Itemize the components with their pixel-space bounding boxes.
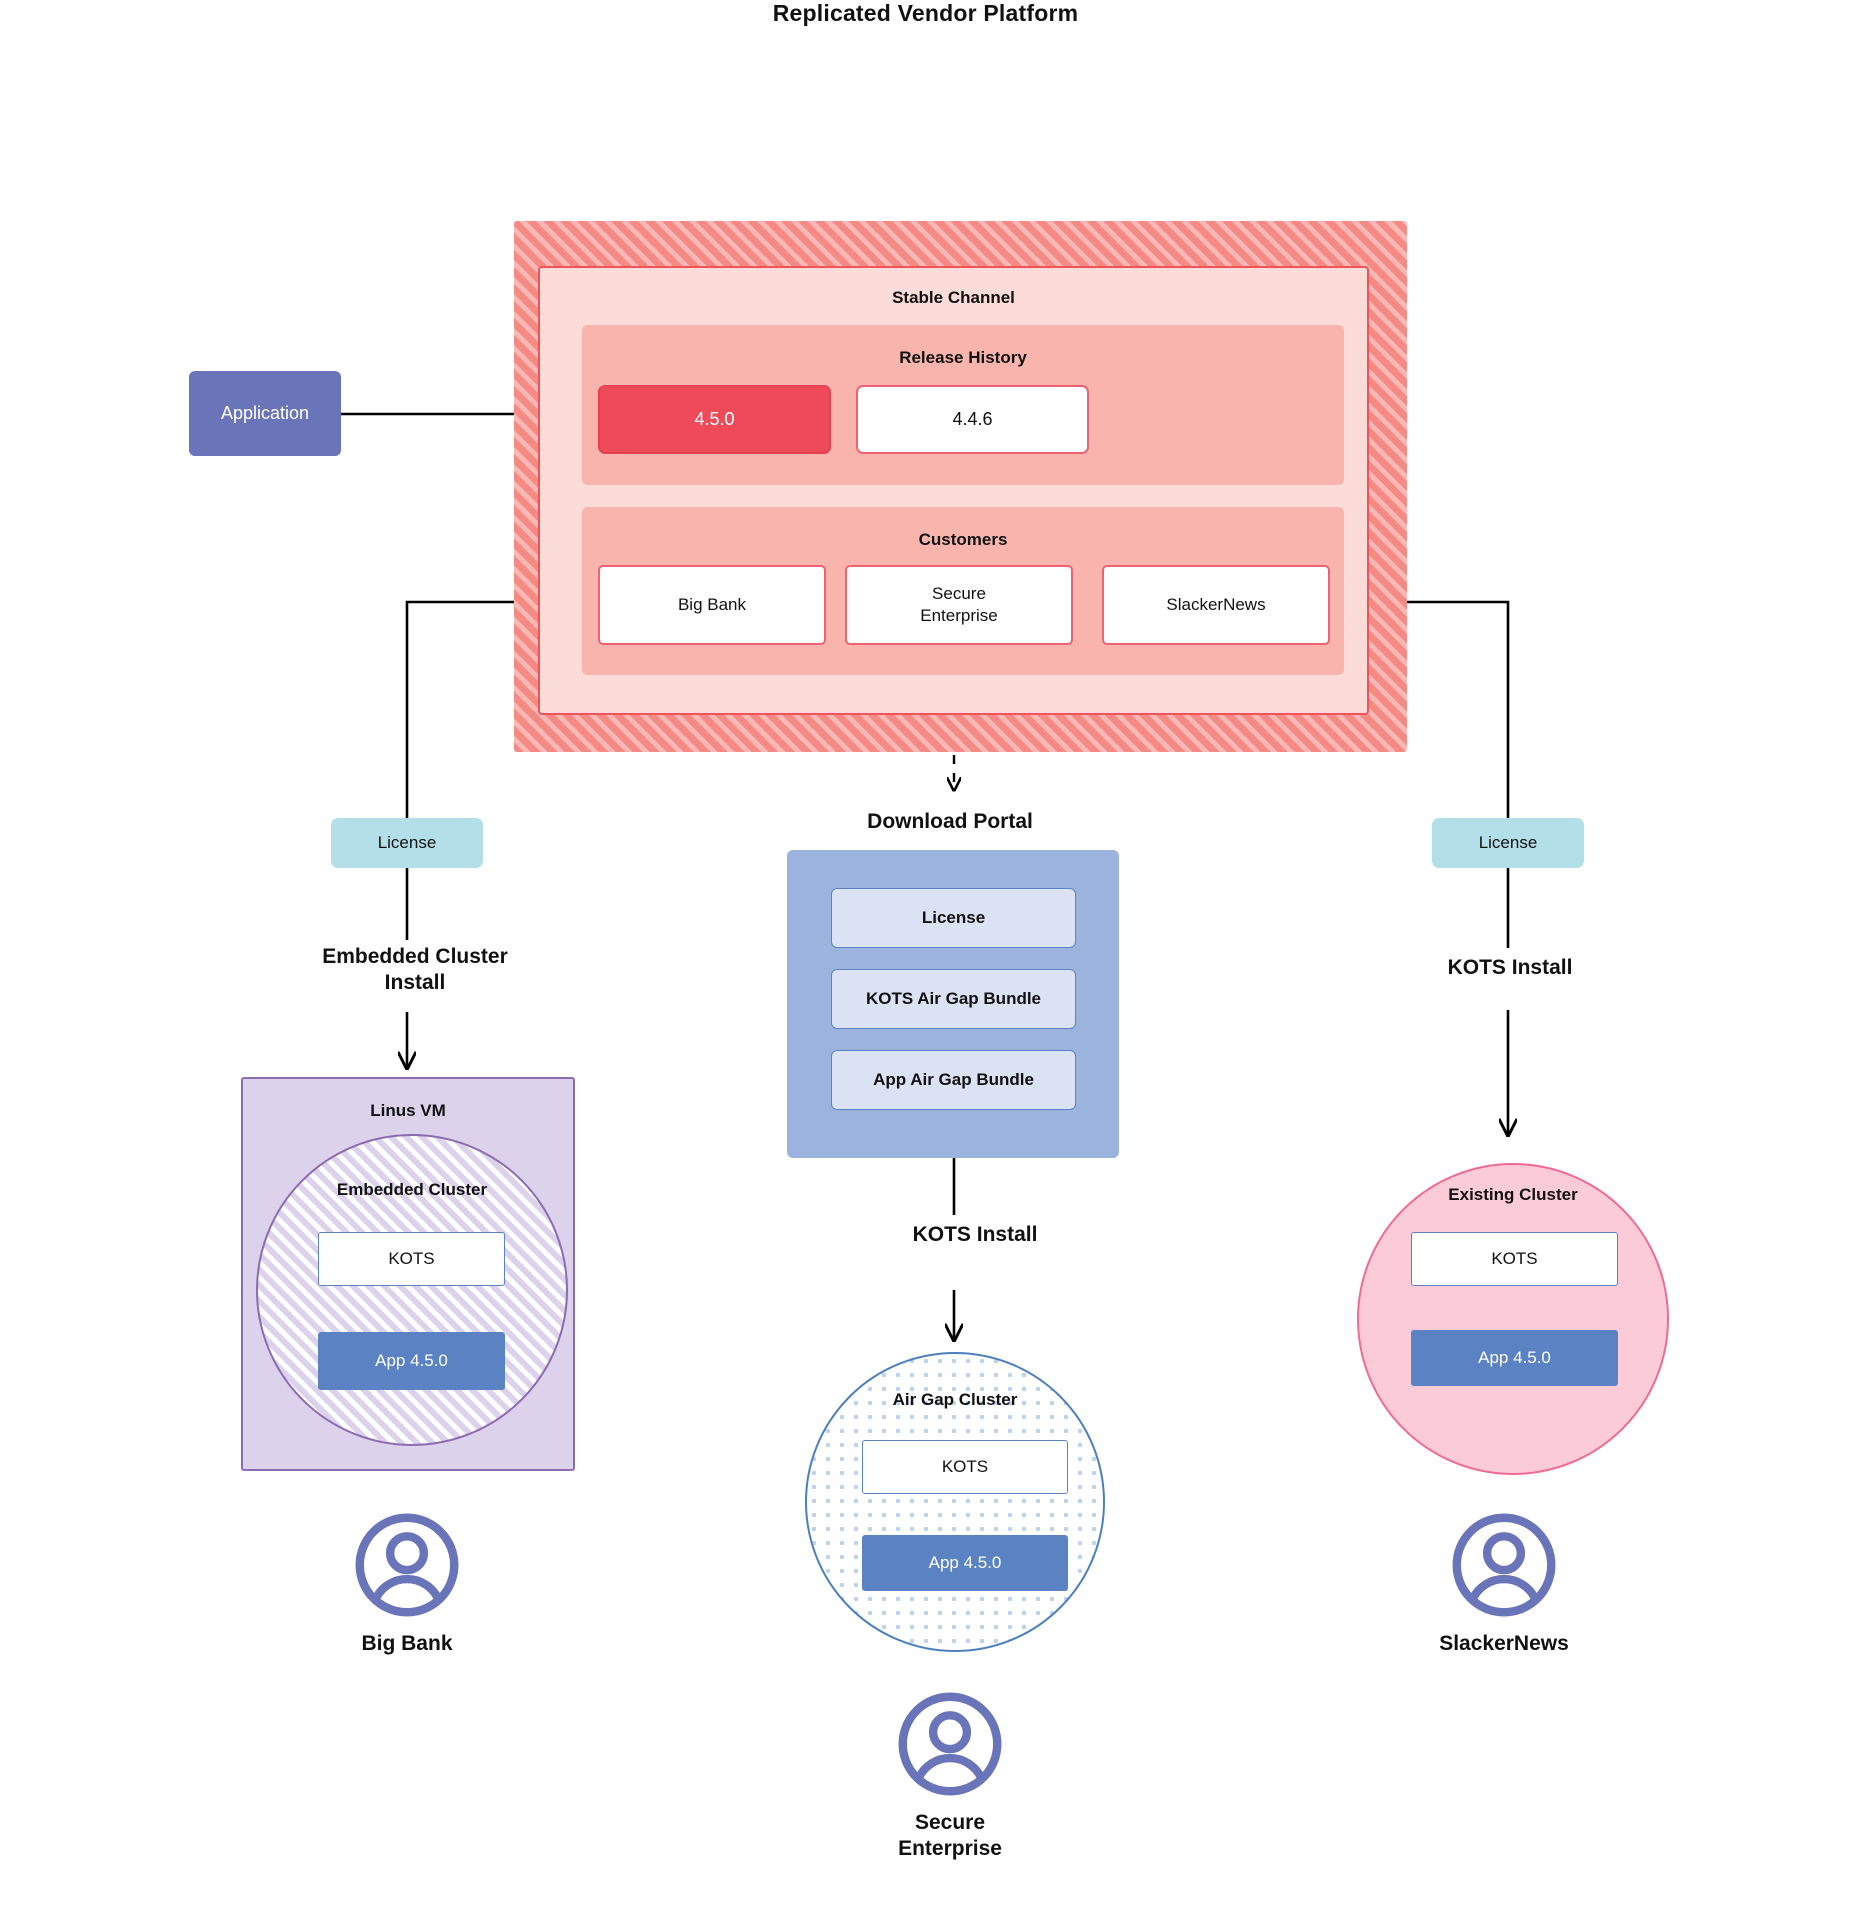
release-history-title: Release History [899, 348, 1027, 367]
air-gap-cluster-circle [805, 1352, 1105, 1652]
embedded-cluster-circle [256, 1134, 568, 1446]
existing-cluster-app-node[interactable]: App 4.5.0 [1411, 1330, 1618, 1386]
air-gap-cluster-kots-node[interactable]: KOTS [862, 1440, 1068, 1494]
customer-chip-slackernews[interactable]: SlackerNews [1102, 565, 1330, 645]
portal-item-license[interactable]: License [831, 888, 1076, 948]
release-chip-past[interactable]: 4.4.6 [856, 385, 1089, 454]
portal-item-app-air-gap-bundle[interactable]: App Air Gap Bundle [831, 1050, 1076, 1110]
release-chip-current[interactable]: 4.5.0 [598, 385, 831, 454]
air-gap-cluster-title: Air Gap Cluster [892, 1390, 1018, 1409]
customer-chip-big-bank[interactable]: Big Bank [598, 565, 826, 645]
existing-cluster-title: Existing Cluster [1448, 1185, 1578, 1204]
portal-item-kots-air-gap-bundle[interactable]: KOTS Air Gap Bundle [831, 969, 1076, 1029]
embedded-cluster-app-node[interactable]: App 4.5.0 [318, 1332, 505, 1390]
customers-title: Customers [918, 530, 1008, 549]
user-avatar-icon [898, 1692, 1002, 1796]
flow-label-kots-install-middle: KOTS Install [912, 1223, 1038, 1246]
actor-slackernews: SlackerNews [1394, 1511, 1614, 1657]
page-title: Replicated Vendor Platform [772, 0, 1079, 26]
existing-cluster-kots-node[interactable]: KOTS [1411, 1232, 1618, 1286]
embedded-cluster-kots-node[interactable]: KOTS [318, 1232, 505, 1286]
download-portal-title: Download Portal [867, 810, 1033, 833]
user-avatar-icon [355, 1513, 459, 1617]
stable-channel-title: Stable Channel [892, 288, 1015, 307]
flow-label-kots-install-right: KOTS Install [1447, 956, 1573, 979]
application-node[interactable]: Application [189, 371, 341, 456]
license-node-right[interactable]: License [1432, 818, 1584, 868]
user-avatar-icon [1452, 1513, 1556, 1617]
air-gap-cluster-app-node[interactable]: App 4.5.0 [862, 1535, 1068, 1591]
license-node-left[interactable]: License [331, 818, 483, 868]
actor-label: Big Bank [361, 1632, 453, 1655]
actor-big-bank: Big Bank [297, 1511, 517, 1657]
linux-vm-title: Linus VM [370, 1101, 446, 1120]
actor-label: SlackerNews [1439, 1632, 1569, 1655]
existing-cluster-circle [1357, 1163, 1669, 1475]
embedded-cluster-title: Embedded Cluster [336, 1180, 488, 1199]
